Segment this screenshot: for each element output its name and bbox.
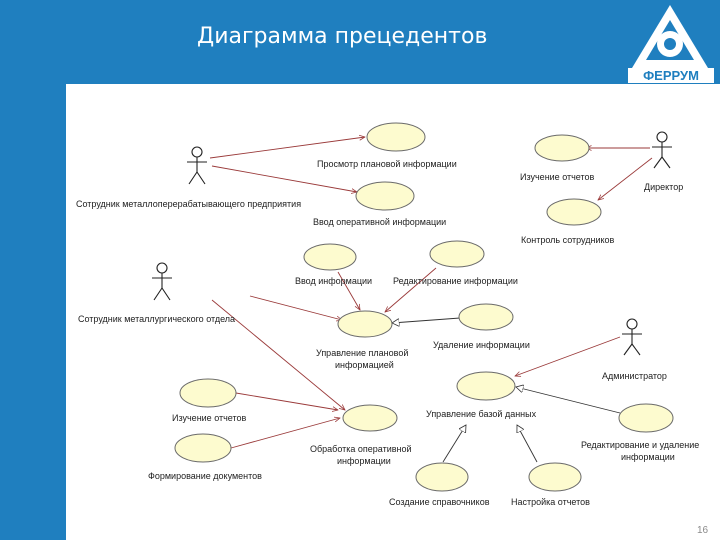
ferrum-logo: ФЕРРУМ: [628, 5, 714, 83]
logo-circle-core: [664, 38, 676, 50]
use-case-study-reports: [179, 378, 237, 408]
label-actor-employee: Сотрудник металлоперерабатывающего предп…: [76, 199, 301, 209]
include-enter-info: [337, 271, 360, 310]
extend-form-docs: [230, 418, 340, 449]
use-case-enter-oper: [355, 181, 415, 211]
logo-text: ФЕРРУМ: [643, 68, 699, 83]
actor-director: [652, 131, 672, 169]
use-case-edit-info: [429, 240, 485, 268]
actor-dept-employee: [152, 262, 172, 301]
label-edit-delete-1: Редактирование и удаление: [581, 440, 699, 450]
label-enter-oper: Ввод оперативной информации: [313, 217, 446, 227]
label-study-reports-top: Изучение отчетов: [520, 172, 595, 182]
use-case-manage-db: [456, 371, 516, 401]
label-form-docs: Формирование документов: [148, 471, 262, 481]
link-employee-view-plan: [209, 137, 365, 159]
label-process-oper-2: информации: [337, 456, 391, 466]
use-case-create-ref: [415, 462, 469, 492]
page-number: 16: [697, 525, 709, 536]
label-actor-admin: Администратор: [602, 371, 667, 381]
label-staff-control: Контроль сотрудников: [521, 235, 615, 245]
label-setup-reports: Настройка отчетов: [511, 497, 590, 507]
label-manage-plan-1: Управление плановой: [316, 348, 408, 358]
gen-setup-reports: [517, 425, 538, 463]
label-edit-info: Редактирование информации: [393, 276, 518, 286]
label-process-oper-1: Обработка оперативной: [310, 444, 412, 454]
link-director-staff-control: [598, 157, 653, 200]
label-actor-director: Директор: [644, 182, 683, 192]
label-enter-info: Ввод информации: [295, 276, 372, 286]
gen-delete-info: [392, 317, 461, 323]
actor-employee: [187, 146, 207, 185]
use-case-delete-info: [458, 303, 514, 331]
extend-study-reports: [235, 392, 338, 410]
label-create-ref: Создание справочников: [389, 497, 490, 507]
use-case-manage-plan: [337, 310, 393, 338]
gen-edit-delete: [516, 387, 621, 414]
label-actor-dept-employee: Сотрудник металлургического отдела: [78, 314, 235, 324]
use-case-view-plan: [366, 122, 426, 152]
use-case-enter-info: [303, 243, 357, 271]
actor-admin: [622, 318, 642, 356]
slide-title: Диаграмма прецедентов: [197, 24, 488, 49]
logo-plate: [628, 68, 714, 83]
label-manage-plan-2: информацией: [335, 360, 394, 370]
use-case-staff-control: [546, 198, 602, 226]
link-dept-manage-plan: [249, 295, 342, 320]
use-case-process-oper: [342, 404, 398, 432]
gen-create-ref: [442, 425, 466, 463]
use-case-edit-delete: [618, 403, 674, 433]
label-edit-delete-2: информации: [621, 452, 675, 462]
label-view-plan: Просмотр плановой информации: [317, 159, 457, 169]
use-case-form-docs: [174, 433, 232, 463]
link-dept-process-oper: [211, 299, 345, 410]
include-edit-info: [385, 267, 437, 312]
use-case-setup-reports: [528, 462, 582, 492]
link-admin-manage-db: [515, 336, 621, 376]
slide-sidebar: [0, 84, 66, 540]
label-delete-info: Удаление информации: [433, 340, 530, 350]
slide-header: [0, 0, 720, 84]
label-manage-db: Управление базой данных: [426, 409, 537, 419]
label-study-reports: Изучение отчетов: [172, 413, 247, 423]
use-case-diagram: Сотрудник металлоперерабатывающего предп…: [76, 122, 699, 507]
use-case-study-reports-top: [534, 134, 590, 162]
link-employee-enter-oper: [211, 165, 357, 192]
